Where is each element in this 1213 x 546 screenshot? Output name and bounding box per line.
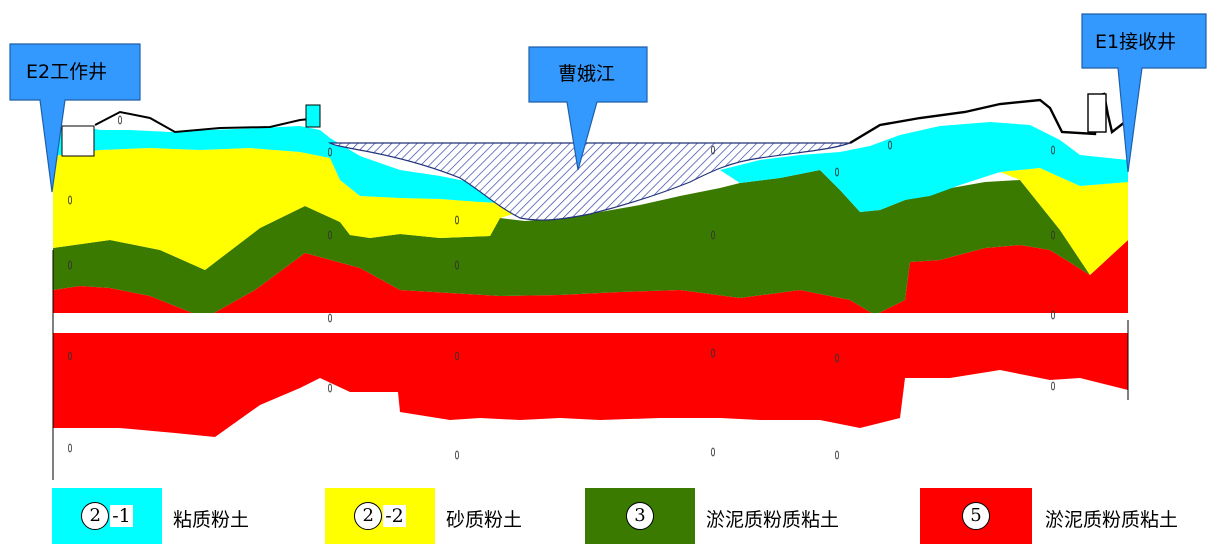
legend-code-3: 3 xyxy=(626,502,654,530)
e2-shaft xyxy=(61,125,95,157)
layer-2-2 xyxy=(53,148,520,270)
legend-circle-2-2: 2 xyxy=(354,502,383,530)
river-cao-e xyxy=(327,142,851,221)
callout-e1-shaft: E1接收井 xyxy=(1081,13,1207,173)
legend-swatch-3: 3 xyxy=(585,488,695,544)
legend-swatch-2-2: 2-2 xyxy=(325,488,435,544)
layer-5-lower xyxy=(53,333,1128,437)
legend-label-3: 淤泥质粉质粘土 xyxy=(706,509,840,531)
legend-circle-5: 5 xyxy=(962,502,990,530)
callout-e2-shaft: E2工作井 xyxy=(9,43,141,193)
layer-2-1 xyxy=(53,126,500,203)
legend-code-2-1: 2-1 xyxy=(81,502,133,530)
layer-2-1-east xyxy=(720,122,1128,212)
ground-surface-line xyxy=(94,110,321,134)
tunnel-gap xyxy=(53,313,1128,333)
layer-2-2-east xyxy=(1000,168,1128,275)
legend-code-2-2: 2-2 xyxy=(354,502,406,530)
callout-e2-text: E2工作井 xyxy=(26,61,107,83)
layer-3 xyxy=(53,170,1090,318)
callout-river: 曹娥江 xyxy=(528,46,648,171)
pier-structure xyxy=(305,104,321,128)
legend-suffix-2-1: -1 xyxy=(110,505,133,527)
legend-label-2-2: 砂质粉土 xyxy=(446,509,523,531)
ground-surface-line-east xyxy=(849,92,1126,145)
legend-swatch-2-1: 2-1 xyxy=(52,488,162,544)
legend-circle-2-1: 2 xyxy=(81,502,110,530)
legend-swatch-5: 5 xyxy=(920,488,1032,544)
e1-shaft xyxy=(1087,93,1107,133)
legend-code-5: 5 xyxy=(962,502,990,530)
legend-suffix-2-2: -2 xyxy=(383,505,406,527)
borehole-markers xyxy=(68,115,1055,460)
callout-river-text: 曹娥江 xyxy=(558,63,615,85)
legend-circle-3: 3 xyxy=(626,502,654,530)
legend-label-5: 淤泥质粉质粘土 xyxy=(1045,509,1179,531)
layer-5-upper xyxy=(53,240,1128,318)
callout-e1-text: E1接收井 xyxy=(1095,31,1176,53)
legend-label-2-1: 粘质粉土 xyxy=(173,509,250,531)
